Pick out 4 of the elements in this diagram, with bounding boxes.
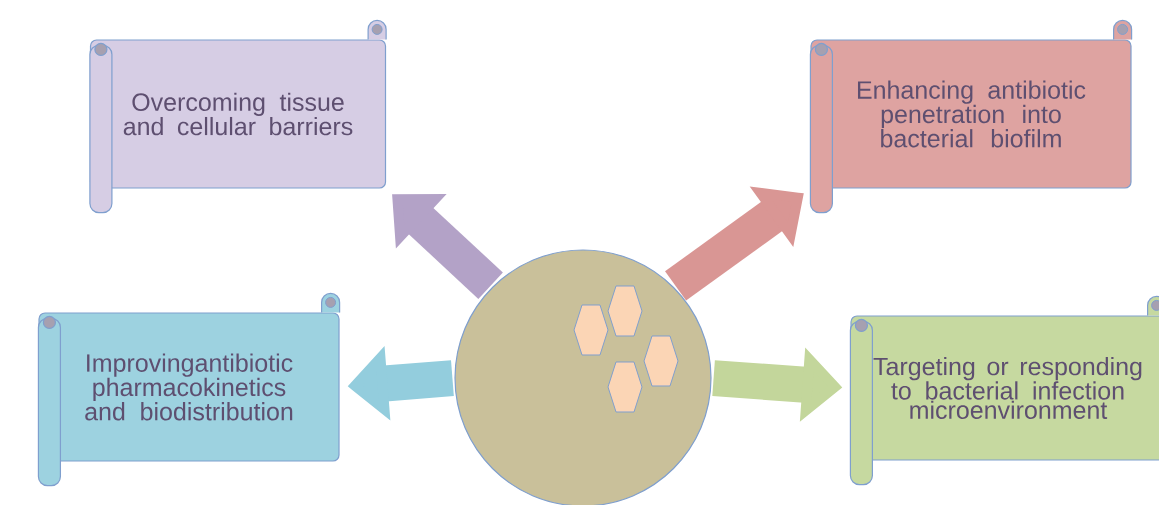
scroll-banner: Overcoming tissue and cellular barriers [89,19,387,214]
scroll-banner: Targeting or responding to bacterial infection microenvironment [849,295,1159,486]
scroll-banner: Enhancing antibiotic penetration into bacterial biofilm [809,19,1133,214]
scroll-banner: Improvingantibiotic pharmacokinetics and biodistribution [37,292,341,487]
